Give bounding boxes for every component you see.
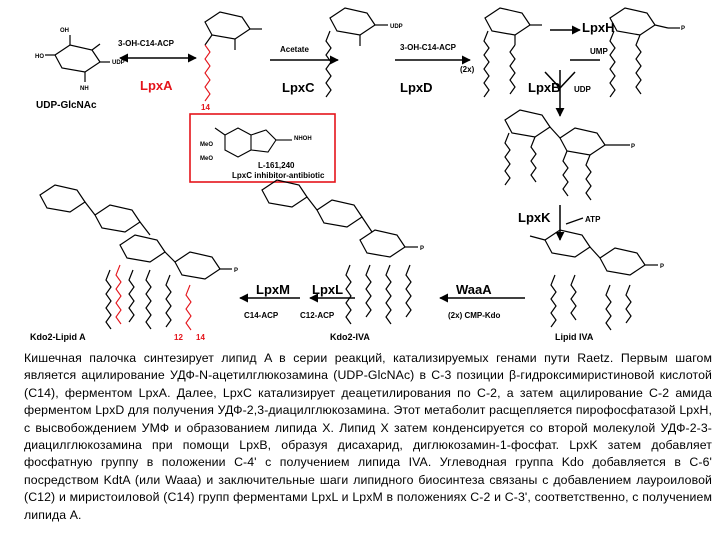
atom-p-top: P (681, 26, 685, 32)
atom-p-iva: P (420, 246, 424, 252)
enzyme-lpxh: LpxH (582, 20, 615, 35)
reagent-udp: UDP (574, 85, 592, 94)
enzyme-lpxd: LpxD (400, 80, 433, 95)
enzyme-lpxk: LpxK (518, 210, 551, 225)
kdo2-lipid-a-label: Kdo2-Lipid A (30, 332, 86, 342)
atom-p-kdo2: P (234, 268, 238, 274)
atom-udp: UDP (112, 60, 125, 66)
reagent-atp: ATP (585, 215, 601, 224)
reagent-c14-acp-2: 3-OH-C14-ACP (400, 43, 457, 52)
inhibitor-desc: LpxC inhibitor-antibiotic (232, 171, 325, 180)
udp-diacyl-glcn-structure (483, 7, 542, 98)
reagent-cmp-kdo: (2x) CMP-Kdo (448, 311, 501, 320)
lipid-a-pathway-diagram: OH HO UDP NH UDP-GlcNAc 3-OH-C14-ACP Lpx… (30, 7, 685, 342)
inhibitor-box (189, 113, 336, 183)
red-chains-lipid-a (115, 264, 192, 331)
reagent-3oh-c14-acp: 3-OH-C14-ACP (118, 39, 175, 48)
chain-14-left: 14 (196, 333, 205, 342)
lipid-iva-label: Lipid IVA (555, 332, 594, 342)
lipid-x-structure (609, 7, 680, 98)
reagent-acetate: Acetate (280, 45, 309, 54)
atom-p-mid: P (631, 144, 635, 150)
atom-nhoh: NHOH (294, 136, 312, 142)
inhibitor-structure (214, 127, 292, 158)
reagent-ump: UMP (590, 47, 608, 56)
enzyme-lpxc: LpxC (282, 80, 315, 95)
kdo2-iva-structure (261, 179, 418, 325)
atom-ho: HO (35, 54, 44, 60)
reagent-2x-top: (2x) (460, 65, 475, 74)
udp-glcnac-structure (45, 35, 110, 82)
chain-12-left: 12 (174, 333, 183, 342)
reagent-c14-acp: C14-ACP (244, 311, 279, 320)
reagent-c12-acp: C12-ACP (300, 311, 335, 320)
udp-3-acyl-glcnac-structure (204, 11, 262, 50)
chain-number-14: 14 (201, 103, 210, 112)
atom-oh: OH (60, 28, 69, 34)
red-acyl-chain-1 (204, 44, 211, 102)
disaccharide-1-phosphate-structure (504, 109, 630, 201)
kdo2-lipid-a-structure (39, 184, 232, 330)
enzyme-lpxm: LpxM (256, 282, 290, 297)
enzyme-lpxl: LpxL (312, 282, 343, 297)
inhibitor-name: L-161,240 (258, 161, 295, 170)
udp-glcnac-label: UDP-GlcNAc (36, 100, 97, 111)
atom-meo-2: MeO (200, 156, 213, 162)
enzyme-waaa: WaaA (456, 282, 492, 297)
atom-p-lipid-iva: P (660, 264, 664, 270)
atom-meo-1: MeO (200, 142, 213, 148)
figure-caption: Кишечная палочка синтезирует липид A в с… (24, 351, 712, 522)
enzyme-lpxa: LpxA (140, 78, 173, 93)
lipid-iva-structure (529, 229, 658, 331)
enzyme-lpxb: LpxB (528, 80, 561, 95)
atom-nh: NH (80, 86, 89, 92)
kdo2-iva-label: Kdo2-IVA (330, 332, 370, 342)
deacetylated-intermediate-structure (325, 7, 388, 98)
atom-udp-2: UDP (390, 24, 403, 30)
